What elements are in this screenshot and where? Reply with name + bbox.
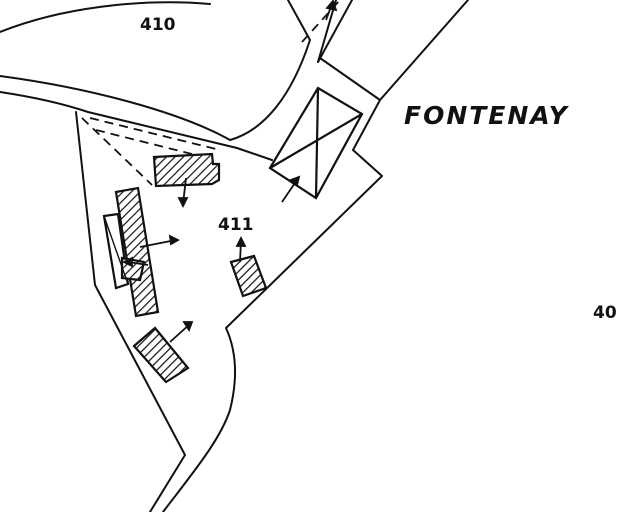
building-hatched-center <box>229 254 268 298</box>
parcel-411-west-edge <box>75 111 186 512</box>
road-ne-3 <box>317 0 337 63</box>
road-upper-left <box>0 1 211 33</box>
road-lines <box>0 0 469 512</box>
parcel-411-east-edge <box>162 57 383 512</box>
parcel-411-west-edge-2 <box>236 147 273 161</box>
road-north-edge-2 <box>0 91 238 149</box>
road-ne-1 <box>317 0 353 63</box>
access-arrows <box>121 0 338 343</box>
parcel-label-40: 40 <box>593 303 617 323</box>
place-name: FONTENAY <box>404 101 570 130</box>
road-ne-2 <box>379 0 469 101</box>
parcel-label-410: 410 <box>140 15 176 35</box>
buildings <box>102 86 364 384</box>
building-hatched-north <box>152 152 221 188</box>
road-north-edge <box>0 0 311 141</box>
parcel-label-411: 411 <box>218 215 254 235</box>
building-hatched-south <box>132 326 190 384</box>
